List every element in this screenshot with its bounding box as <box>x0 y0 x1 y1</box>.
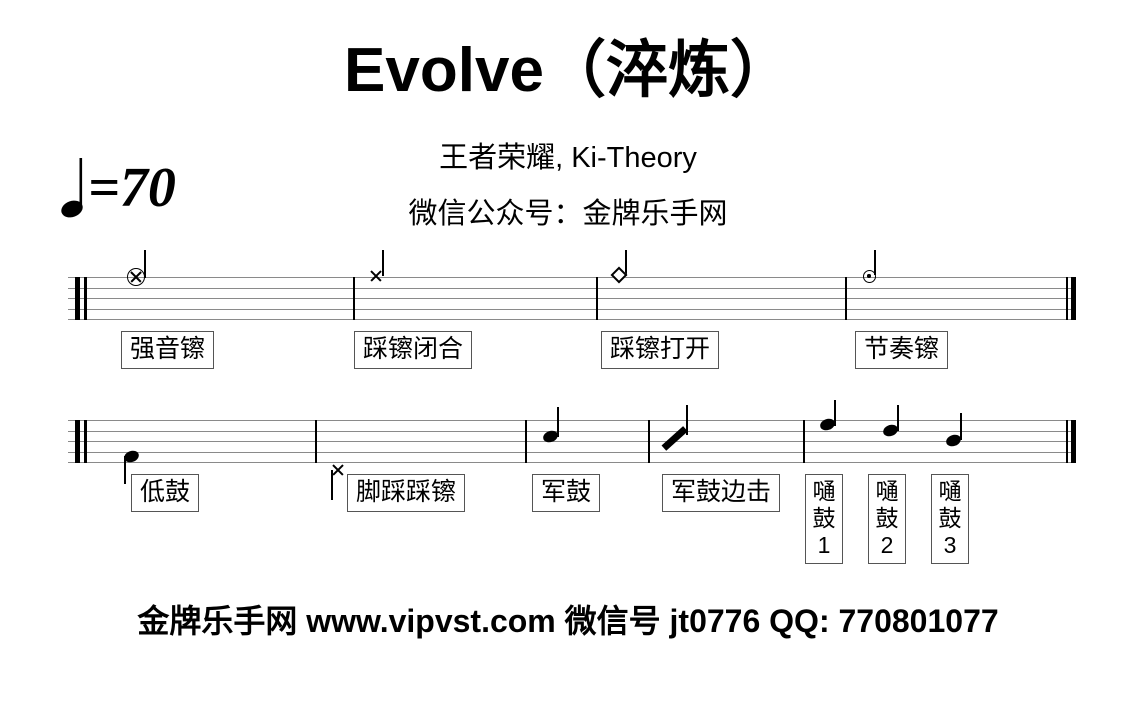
label-hihat-closed: 踩镲闭合 <box>354 331 473 369</box>
quarter-note-icon <box>61 158 83 218</box>
note-bass-drum <box>115 393 155 484</box>
barline <box>803 420 805 463</box>
label-snare-drum: 军鼓 <box>532 474 601 512</box>
label-tom-3: 嗵 鼓 3 <box>931 474 969 564</box>
note-stem <box>874 250 876 275</box>
staff-line <box>68 308 1076 310</box>
tempo-marking: =70 <box>52 157 252 228</box>
note-ride-bell <box>855 250 895 330</box>
label-tom-1-line-2: 鼓 <box>812 505 836 531</box>
note-stem <box>625 250 627 276</box>
label-tom-3-line-1: 嗵 <box>938 478 962 504</box>
wechat-subtitle: 微信公众号：金牌乐手网 <box>408 198 728 230</box>
staff-system-1: 强音镲 踩镲闭合 踩镲打开 节奏镲 <box>0 250 1136 380</box>
footer-contact: 金牌乐手网 www.vipvst.com 微信号 jt0776 QQ: 7708… <box>137 603 999 639</box>
staff-line <box>68 277 1076 278</box>
label-tom-3-line-3: 3 <box>943 532 957 558</box>
note-hihat-foot <box>325 393 365 500</box>
label-hihat-foot: 脚踩踩镲 <box>347 474 466 512</box>
closing-barline-thick <box>1071 277 1076 320</box>
note-tom-3 <box>938 393 978 473</box>
staff-lines-1 <box>0 250 1136 320</box>
label-tom-3-line-2: 鼓 <box>938 505 962 531</box>
note-stem <box>144 250 146 278</box>
label-ride-cymbal: 节奏镲 <box>855 331 949 369</box>
label-hihat-open: 踩镲打开 <box>601 331 720 369</box>
closing-barline-thin <box>1066 277 1068 320</box>
note-stem <box>382 250 384 276</box>
opening-barline-thin <box>84 277 87 320</box>
note-stem <box>686 405 688 435</box>
opening-barline-thick <box>75 277 80 320</box>
note-stem <box>960 413 962 440</box>
circle-dot-notehead-icon <box>863 270 876 283</box>
label-snare-rim-shot: 军鼓边击 <box>662 474 781 512</box>
label-tom-2-line-2: 鼓 <box>875 505 899 531</box>
circle-x-notehead-icon <box>127 268 145 286</box>
label-tom-2-line-3: 2 <box>880 532 894 558</box>
note-hihat-closed <box>363 250 403 330</box>
tempo-value: =70 <box>88 157 176 219</box>
note-tom-1 <box>812 393 852 473</box>
staff-line <box>68 298 1076 299</box>
barline <box>525 420 527 463</box>
barline <box>315 420 317 463</box>
staff-lines-2 <box>0 393 1136 463</box>
staff-line <box>68 441 1076 442</box>
staff-line <box>68 451 1076 453</box>
artist-subtitle: 王者荣耀, Ki-Theory <box>439 142 697 174</box>
note-stem <box>124 456 126 484</box>
label-tom-1-line-1: 嗵 <box>812 478 836 504</box>
note-stem <box>897 405 899 431</box>
label-tom-1-line-3: 1 <box>817 532 831 558</box>
note-stem <box>331 470 333 500</box>
opening-barline-thick <box>75 420 80 463</box>
slash-notehead-icon <box>660 424 686 450</box>
x-notehead-icon <box>369 269 383 283</box>
label-crash-cymbal: 强音镲 <box>121 331 215 369</box>
x-notehead-icon <box>331 463 345 477</box>
note-hihat-open <box>606 250 646 330</box>
barline <box>845 277 847 320</box>
label-tom-2-line-1: 嗵 <box>875 478 899 504</box>
staff-line <box>68 420 1076 421</box>
closing-barline-thin <box>1066 420 1068 463</box>
note-stem <box>834 400 836 426</box>
note-crash-cymbal <box>125 250 165 330</box>
note-snare-rim-shot <box>660 393 704 473</box>
note-stem <box>557 407 559 437</box>
opening-barline-thin <box>84 420 87 463</box>
staff-line <box>68 287 1076 289</box>
staff-line <box>68 430 1076 432</box>
barline <box>353 277 355 320</box>
closing-barline-thick <box>1071 420 1076 463</box>
barline <box>596 277 598 320</box>
label-tom-2: 嗵 鼓 2 <box>868 474 906 564</box>
label-tom-1: 嗵 鼓 1 <box>805 474 843 564</box>
barline <box>648 420 650 463</box>
note-snare-drum <box>535 393 575 473</box>
staff-line <box>68 462 1076 463</box>
staff-system-2: 低鼓 脚踩踩镲 军鼓 军鼓边击 嗵 鼓 1 嗵 鼓 2 嗵 鼓 3 <box>0 393 1136 573</box>
page-title: Evolve（淬炼） <box>344 36 792 105</box>
label-bass-drum: 低鼓 <box>131 474 200 512</box>
staff-line <box>68 319 1076 320</box>
note-tom-2 <box>875 393 915 473</box>
